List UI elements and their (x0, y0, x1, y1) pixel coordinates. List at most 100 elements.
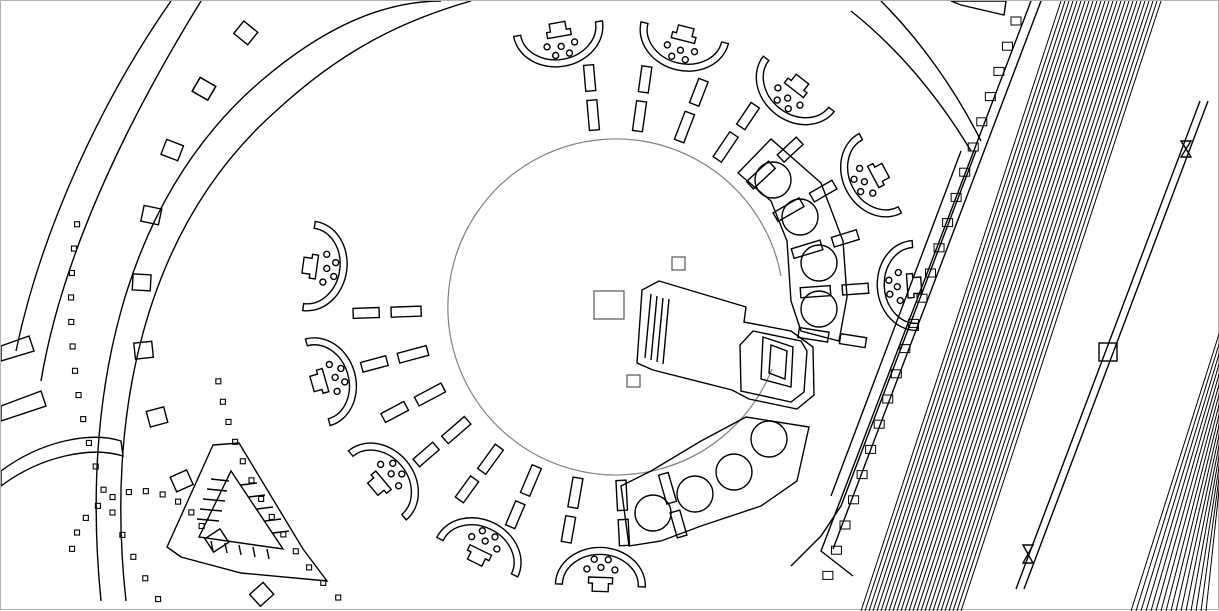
colonnade-dot (215, 378, 222, 385)
colonnade-dot (69, 545, 76, 552)
colonnade-dot (82, 514, 89, 521)
colonnade-dot (232, 438, 239, 445)
colonnade-dot (68, 269, 76, 277)
radial-bar-block (745, 160, 777, 190)
wall (950, 1, 1007, 16)
causeway-gate (1179, 140, 1193, 158)
radial-bar-block (582, 63, 597, 93)
sw-curved-building (1, 390, 47, 422)
column-dot (784, 104, 792, 113)
courtyard-gate (670, 24, 697, 45)
column-dot (690, 47, 699, 56)
courtyard-building (755, 55, 836, 126)
rail-line (936, 1, 1138, 611)
column-dot (481, 537, 489, 545)
column-dot (869, 189, 877, 197)
rail-line (1200, 474, 1219, 611)
courtyard-gate (866, 162, 891, 189)
colonnade-dot (292, 548, 299, 555)
central-plaza (447, 138, 782, 476)
courtyard-building (304, 337, 358, 427)
column-dot (331, 373, 339, 382)
outer-block (139, 204, 163, 226)
north-curved-road-b (880, 1, 982, 142)
dome (800, 244, 838, 282)
hall-steps (644, 293, 670, 365)
colonnade-dot (68, 318, 75, 326)
colonnade-dot (198, 522, 205, 530)
colonnade-dot (155, 596, 162, 603)
triangle-inner (197, 469, 285, 550)
colonnade-dot (320, 579, 327, 586)
radial-bar-block (504, 499, 526, 530)
rail-line (928, 1, 1130, 611)
wall (830, 150, 962, 497)
hall-complex (636, 280, 815, 410)
colonnade-dot (80, 416, 87, 423)
colonnade-dot (142, 575, 149, 582)
column-dot (894, 268, 903, 277)
rail-line (892, 1, 1094, 611)
radial-bar-block (657, 471, 678, 505)
radial-bar-block (440, 415, 472, 445)
rail-line (960, 1, 1162, 611)
outer-block (191, 76, 217, 102)
column-dot (570, 38, 579, 46)
wall (790, 150, 977, 567)
rail-line (940, 1, 1142, 611)
colonnade-dot (306, 564, 313, 571)
courtyard-arc (304, 337, 358, 427)
courtyard-building (639, 20, 730, 72)
column-dot (604, 555, 612, 564)
courtyard-arc (639, 20, 730, 72)
colonnade-dot (142, 488, 149, 495)
radial-bar-block (586, 98, 601, 132)
rail-line (1175, 423, 1219, 611)
radial-bar-ring (352, 63, 870, 547)
rail-line (1155, 382, 1219, 611)
colonnade-dot (94, 502, 101, 509)
radial-bar-block (673, 110, 696, 144)
rail-line (864, 1, 1066, 611)
sw-curved-building (1, 436, 124, 487)
rail-line (924, 1, 1126, 611)
sw-curved-building (1, 335, 35, 362)
colonnade-dot (258, 495, 265, 502)
north-curved-road (850, 10, 972, 152)
colonnade-dot (335, 594, 342, 601)
radial-bar-block (797, 326, 830, 343)
outer-block (133, 340, 155, 360)
wall (820, 1, 1032, 577)
column-dot (893, 282, 902, 291)
radial-bar-block (841, 282, 870, 296)
radial-bar-block (560, 514, 577, 544)
causeway-gate (1021, 544, 1035, 564)
outer-block (145, 405, 169, 428)
radial-bar-block (412, 441, 441, 468)
rail-line (908, 1, 1110, 611)
courtyard-arc (347, 442, 420, 521)
column-dot (330, 272, 338, 281)
courtyard-gate (366, 470, 393, 497)
rail-line (1180, 433, 1219, 611)
colonnade-dot (74, 221, 81, 228)
east-causeway (1015, 100, 1209, 590)
outer-block (160, 138, 185, 162)
column-dot (885, 276, 893, 284)
rail-line (948, 1, 1150, 611)
courtyard-arc (435, 517, 522, 578)
column-dot (493, 545, 501, 553)
triangle-outline (166, 442, 329, 582)
column-dot (796, 101, 804, 109)
radial-bar-block (799, 284, 832, 299)
column-dot (323, 264, 331, 273)
rail-line (952, 1, 1154, 611)
courtyard-building (347, 442, 420, 521)
radial-bar-block (390, 305, 423, 318)
rail-line (900, 1, 1102, 611)
plaza-marker-north (671, 256, 686, 271)
rail-line (1195, 464, 1219, 611)
rail-line (1135, 342, 1219, 611)
